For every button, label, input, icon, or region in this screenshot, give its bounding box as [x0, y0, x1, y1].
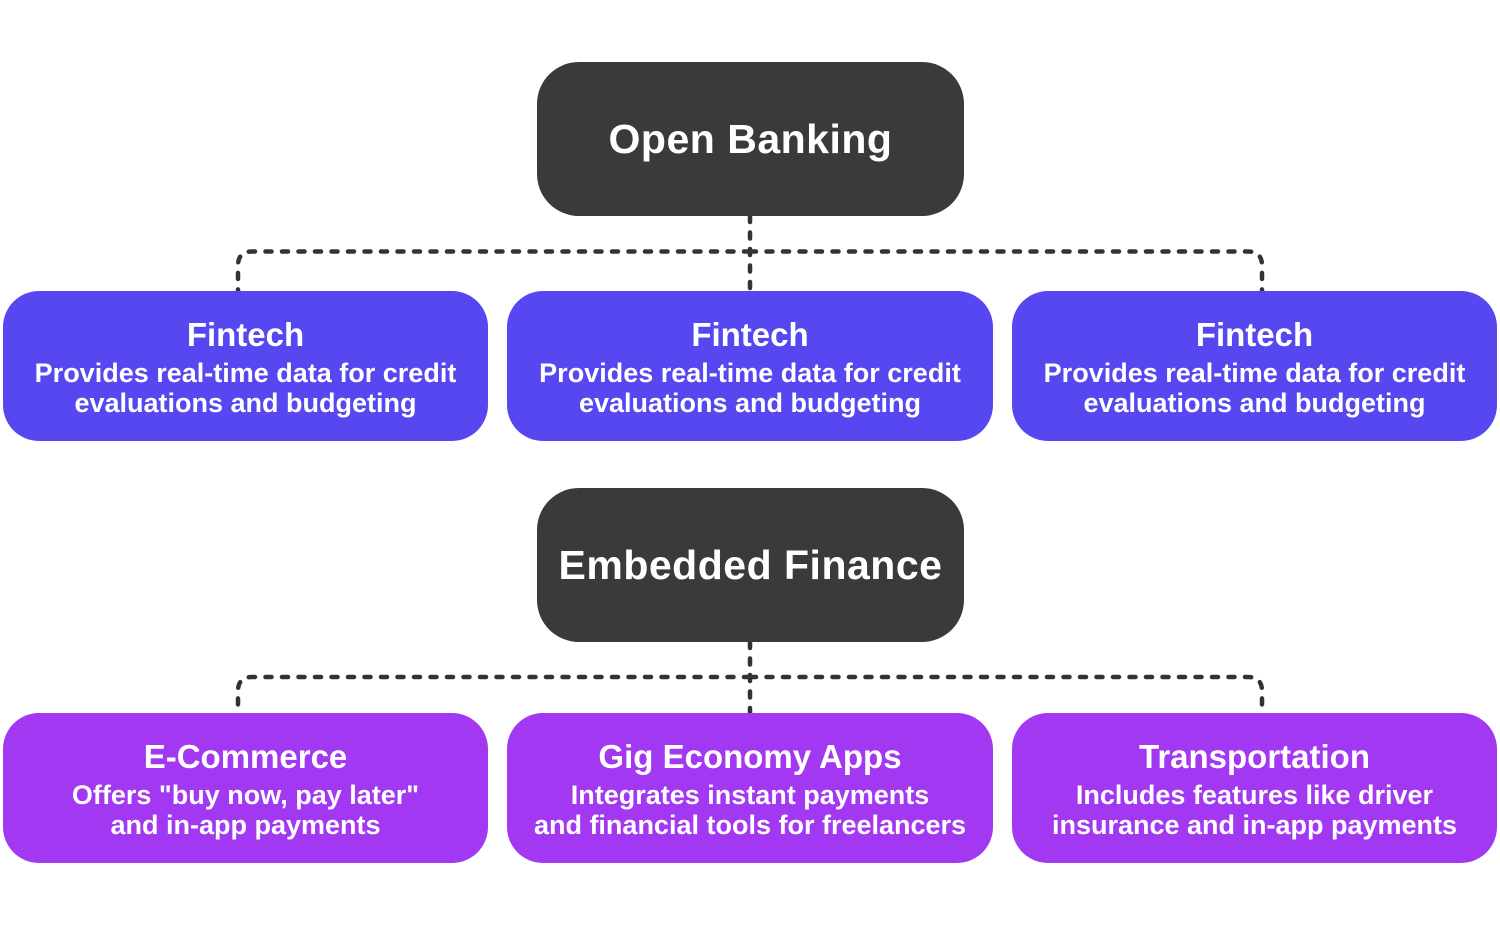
open-banking-right-branch: [747, 249, 1265, 294]
e-commerce-node: E-Commerce Offers "buy now, pay later" a…: [3, 713, 488, 863]
embedded-finance-right-branch: [747, 674, 1265, 717]
embedded-finance-branch-lines: [235, 639, 1265, 717]
fintech-node-3-description: Provides real-time data for credit evalu…: [1043, 357, 1466, 418]
open-banking-branch-lines: [235, 213, 1265, 294]
open-banking-node: Open Banking: [537, 62, 964, 216]
gig-economy-apps-node-description: Integrates instant payments and financia…: [533, 779, 967, 840]
fintech-node-2-title: Fintech: [691, 315, 809, 353]
fintech-node-3: Fintech Provides real-time data for cred…: [1012, 291, 1497, 441]
transportation-node-description: Includes features like driver insurance …: [1051, 779, 1458, 840]
embedded-finance-title: Embedded Finance: [558, 541, 943, 588]
fintech-node-2: Fintech Provides real-time data for cred…: [507, 291, 993, 441]
e-commerce-node-description: Offers "buy now, pay later" and in-app p…: [71, 779, 420, 840]
fintech-node-1-title: Fintech: [186, 315, 305, 353]
transportation-node-title: Transportation: [1138, 737, 1371, 775]
gig-economy-apps-node: Gig Economy Apps Integrates instant paym…: [507, 713, 993, 863]
transportation-node: Transportation Includes features like dr…: [1012, 713, 1497, 863]
open-banking-title: Open Banking: [608, 115, 893, 162]
fintech-node-2-description: Provides real-time data for credit evalu…: [539, 357, 961, 418]
fintech-node-3-title: Fintech: [1195, 315, 1314, 353]
embedded-finance-left-branch: [235, 674, 753, 717]
embedded-finance-node: Embedded Finance: [537, 488, 964, 642]
open-banking-left-branch: [235, 249, 753, 294]
e-commerce-node-title: E-Commerce: [143, 737, 348, 775]
fintech-node-1: Fintech Provides real-time data for cred…: [3, 291, 488, 441]
gig-economy-apps-node-title: Gig Economy Apps: [598, 737, 902, 775]
fintech-node-1-description: Provides real-time data for credit evalu…: [34, 357, 457, 418]
